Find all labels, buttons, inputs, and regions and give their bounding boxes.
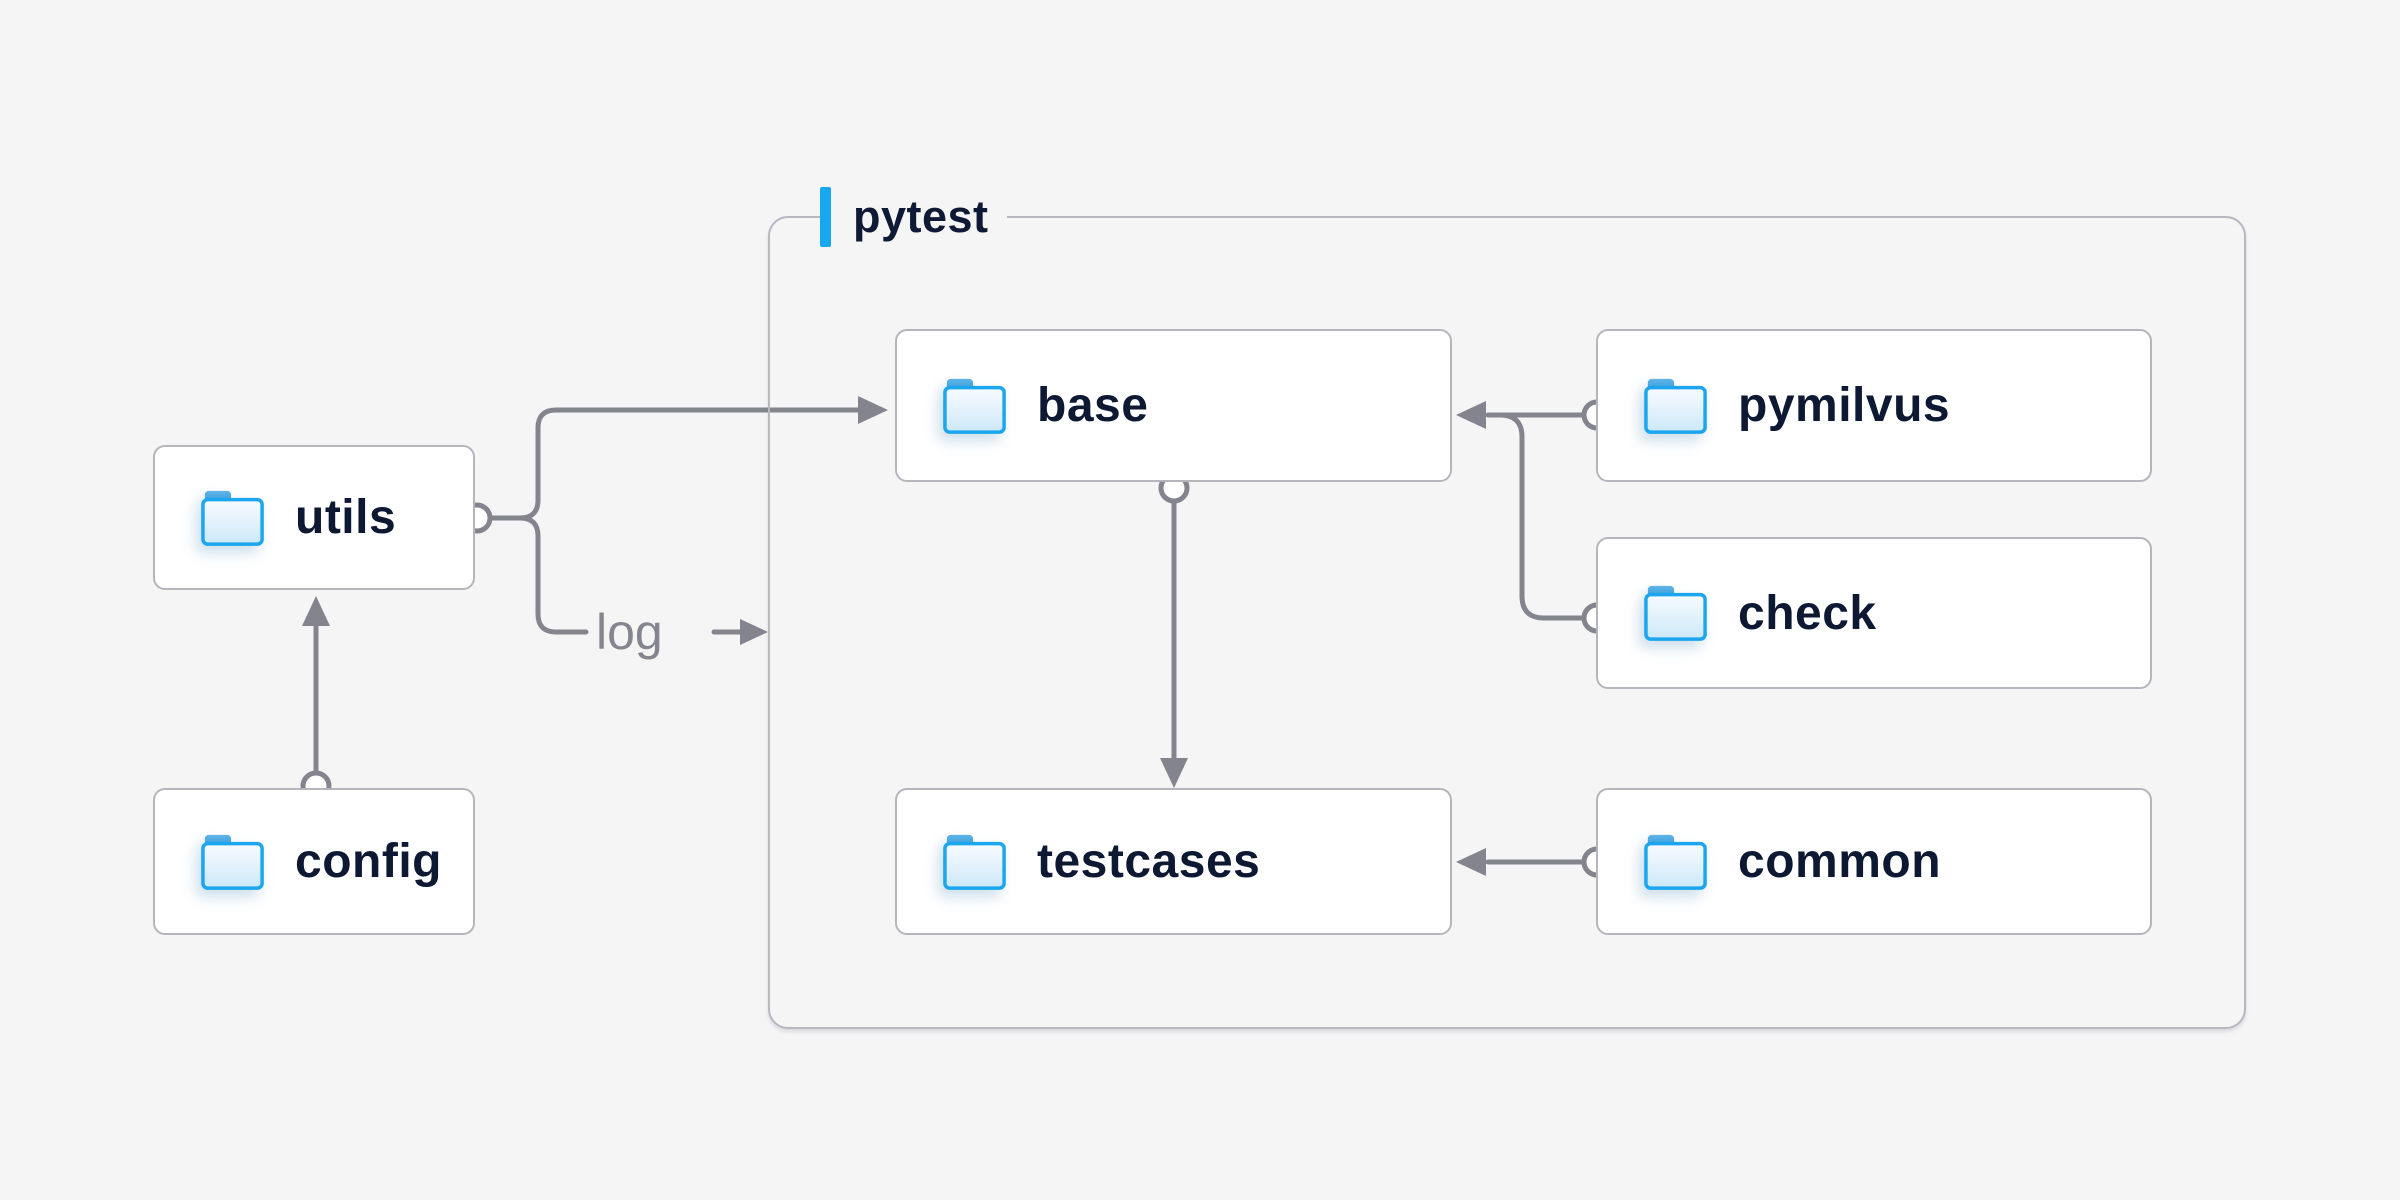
node-pymilvus: pymilvus xyxy=(1596,329,2152,482)
node-label: utils xyxy=(295,491,397,544)
arrowhead-right-icon xyxy=(740,619,768,645)
arrowhead-up-icon xyxy=(302,596,330,626)
edge-config-utils xyxy=(302,596,330,773)
node-utils: utils xyxy=(153,445,475,590)
folder-icon xyxy=(943,377,1007,435)
folder-icon xyxy=(1644,377,1708,435)
folder-icon xyxy=(1644,833,1708,891)
folder-icon xyxy=(201,833,265,891)
node-label: pymilvus xyxy=(1738,379,1951,432)
node-label: config xyxy=(295,835,442,888)
node-label: check xyxy=(1738,586,1877,640)
folder-icon xyxy=(1644,584,1708,642)
edge-label-log: log xyxy=(596,604,663,660)
pytest-group-container xyxy=(768,216,2246,1029)
folder-icon xyxy=(943,833,1007,891)
node-common: common xyxy=(1596,788,2152,935)
node-label: testcases xyxy=(1037,835,1261,888)
node-base: base xyxy=(895,329,1452,482)
node-testcases: testcases xyxy=(895,788,1452,935)
node-label: base xyxy=(1037,379,1149,432)
pytest-group-label-text: pytest xyxy=(853,191,989,242)
folder-icon xyxy=(201,489,265,547)
node-label: common xyxy=(1738,835,1942,888)
pytest-group-label: pytest xyxy=(820,186,1007,248)
node-config: config xyxy=(153,788,475,935)
label-accent-bar xyxy=(820,187,831,247)
node-check: check xyxy=(1596,537,2152,689)
